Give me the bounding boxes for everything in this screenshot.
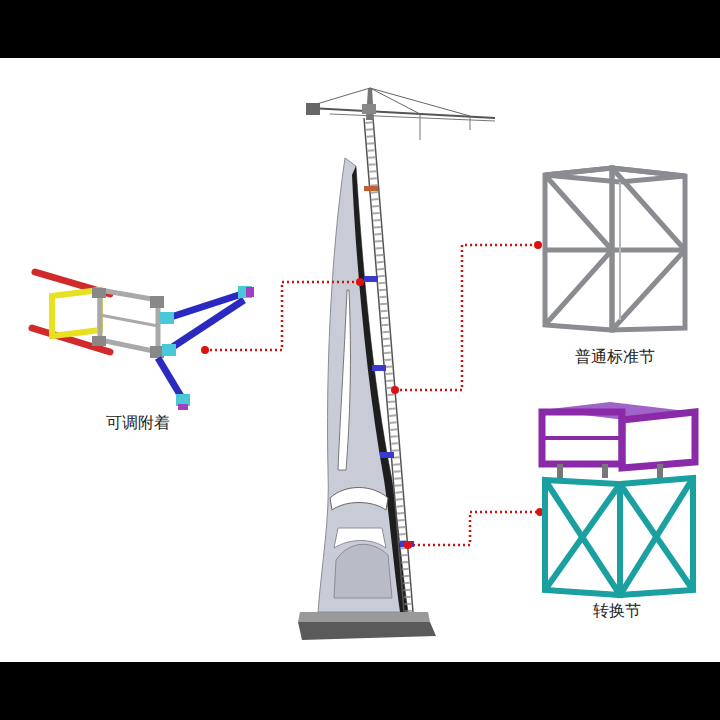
part-label: 转换节	[593, 601, 641, 620]
part-label: 普通标准节	[575, 347, 655, 366]
part-label: 可调附着	[106, 413, 170, 432]
